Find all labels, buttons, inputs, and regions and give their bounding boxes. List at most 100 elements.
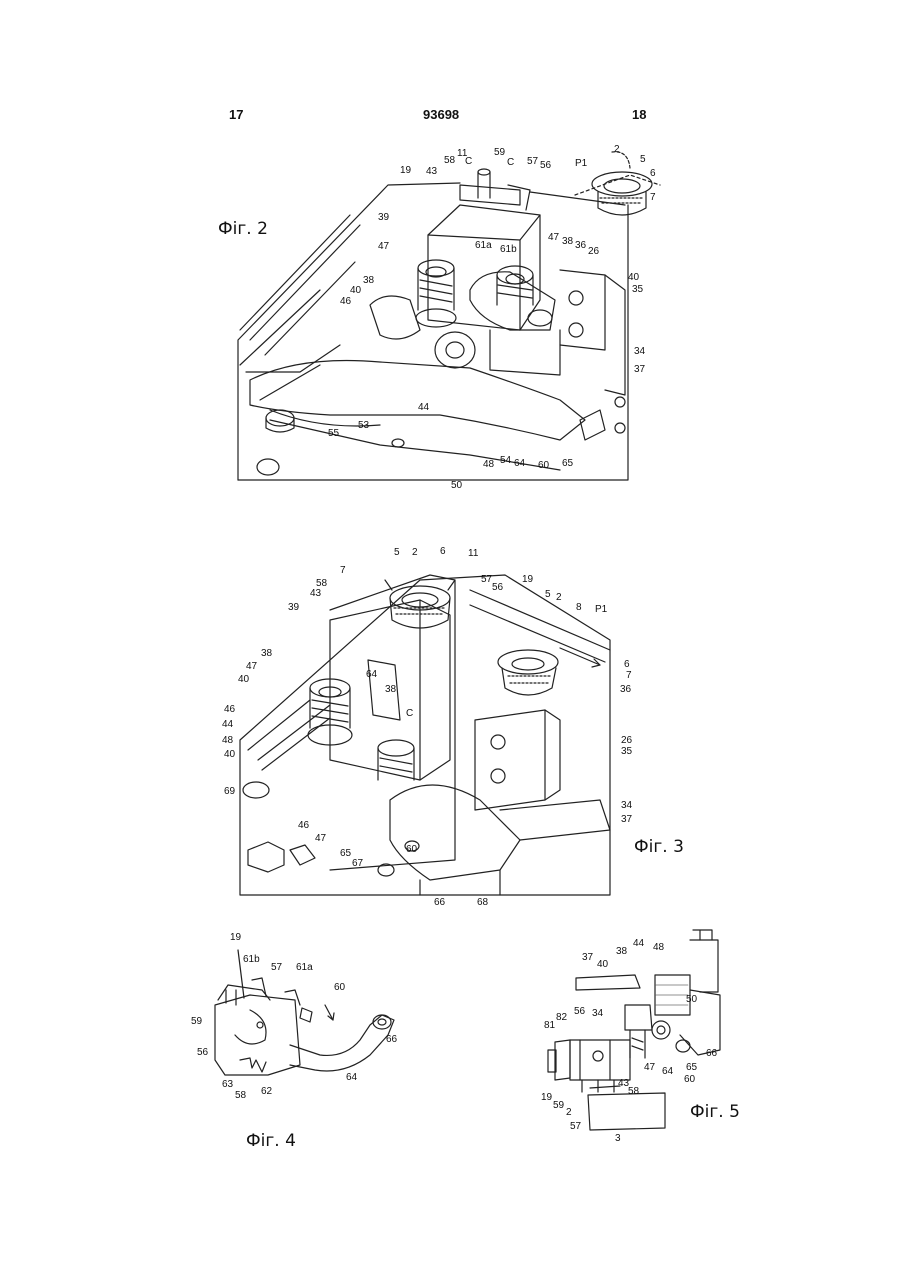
ref-numeral: 11 [468, 548, 479, 559]
figure-2-drawing [238, 152, 660, 480]
ref-numeral: 55 [328, 428, 340, 439]
ref-numeral: 65 [686, 1062, 698, 1073]
ref-numeral: 6 [440, 546, 446, 557]
ref-numeral: 67 [352, 858, 364, 869]
ref-numeral: 57 [481, 574, 493, 585]
ref-numeral: 3 [615, 1133, 621, 1144]
ref-numeral: 50 [686, 994, 698, 1005]
ref-numeral: 8 [576, 602, 582, 613]
ref-numeral: 60 [406, 844, 418, 855]
ref-numeral: 57 [570, 1121, 582, 1132]
ref-numeral: 60 [538, 460, 550, 471]
ref-numeral: 66 [386, 1034, 398, 1045]
ref-numeral: 40 [597, 959, 609, 970]
figure-3-drawing [240, 575, 610, 895]
ref-numeral: 60 [684, 1074, 696, 1085]
ref-numeral: 64 [366, 669, 378, 680]
ref-numeral: 61a [475, 240, 492, 251]
ref-numeral: 59 [191, 1016, 203, 1027]
ref-numeral: 40 [628, 272, 640, 283]
ref-numeral: 56 [492, 582, 504, 593]
ref-numeral: 39 [378, 212, 390, 223]
ref-numeral: 7 [650, 192, 656, 203]
ref-numeral: 40 [238, 674, 250, 685]
ref-numeral: 5 [394, 547, 400, 558]
ref-numeral: 63 [222, 1079, 234, 1090]
ref-numeral: 60 [334, 982, 346, 993]
ref-numeral: 59 [553, 1100, 565, 1111]
ref-numeral: 38 [616, 946, 628, 957]
ref-numeral: 58 [628, 1086, 640, 1097]
ref-numeral: 82 [556, 1012, 568, 1023]
ref-numeral: 43 [310, 588, 322, 599]
ref-numeral: 62 [261, 1086, 273, 1097]
ref-numeral: 38 [261, 648, 273, 659]
ref-numeral: 47 [315, 833, 327, 844]
ref-numeral: 40 [224, 749, 236, 760]
ref-numeral: C [507, 157, 514, 168]
ref-numeral: 35 [632, 284, 644, 295]
ref-numeral: 47 [548, 232, 560, 243]
figure-5-drawing [548, 930, 720, 1130]
ref-numeral: 2 [614, 144, 620, 155]
ref-numeral: 66 [434, 897, 446, 908]
ref-numeral: 39 [288, 602, 300, 613]
ref-numeral: 58 [444, 155, 456, 166]
ref-numeral: 2 [412, 547, 418, 558]
ref-numeral: 7 [626, 670, 632, 681]
ref-numeral: 47 [246, 661, 258, 672]
ref-numeral: 46 [224, 704, 236, 715]
ref-numeral: 34 [592, 1008, 604, 1019]
ref-numeral: 2 [556, 592, 562, 603]
ref-numeral: 61b [243, 954, 260, 965]
ref-numeral: 61a [296, 962, 313, 973]
ref-numeral: 46 [298, 820, 310, 831]
ref-numeral: 61b [500, 244, 517, 255]
ref-numeral: 38 [363, 275, 375, 286]
ref-numeral: 65 [340, 848, 352, 859]
ref-numeral: 26 [621, 735, 633, 746]
ref-numeral: 43 [426, 166, 438, 177]
ref-numeral: 35 [621, 746, 633, 757]
ref-numeral: 56 [574, 1006, 586, 1017]
ref-numeral: 64 [346, 1072, 358, 1083]
ref-numeral: 57 [271, 962, 283, 973]
ref-numeral: 37 [621, 814, 633, 825]
ref-numeral: 36 [575, 240, 587, 251]
ref-numeral: 5 [640, 154, 646, 165]
ref-numeral: 19 [541, 1092, 553, 1103]
ref-numeral: 26 [588, 246, 600, 257]
ref-numeral: 6 [650, 168, 656, 179]
ref-numeral: 81 [544, 1020, 556, 1031]
ref-numeral: 46 [340, 296, 352, 307]
ref-numeral: 59 [494, 147, 506, 158]
ref-numeral: 54 [500, 455, 512, 466]
ref-numeral: 19 [522, 574, 534, 585]
ref-numeral: 34 [621, 800, 633, 811]
ref-numeral: 38 [385, 684, 397, 695]
ref-numeral: 65 [562, 458, 574, 469]
ref-numeral: 6 [624, 659, 630, 670]
ref-numeral: P1 [595, 604, 608, 615]
ref-numeral: C [406, 708, 413, 719]
ref-numeral: 47 [378, 241, 390, 252]
ref-numeral: 37 [634, 364, 646, 375]
ref-numeral: 58 [235, 1090, 247, 1101]
ref-numeral: C [465, 156, 472, 167]
ref-numeral: 40 [350, 285, 362, 296]
ref-numeral: 34 [634, 346, 646, 357]
ref-numeral: 56 [197, 1047, 209, 1058]
ref-numeral: 56 [540, 160, 552, 171]
ref-numeral: 5 [545, 589, 551, 600]
ref-numeral: 38 [562, 236, 574, 247]
ref-numeral: 66 [706, 1048, 718, 1059]
ref-numeral: 19 [400, 165, 412, 176]
ref-numeral: 7 [340, 565, 346, 576]
ref-numeral: 44 [418, 402, 430, 413]
ref-numeral: 36 [620, 684, 632, 695]
ref-numeral: 48 [483, 459, 495, 470]
ref-numeral: 48 [653, 942, 665, 953]
ref-numeral: 68 [477, 897, 489, 908]
ref-numeral: 2 [566, 1107, 572, 1118]
